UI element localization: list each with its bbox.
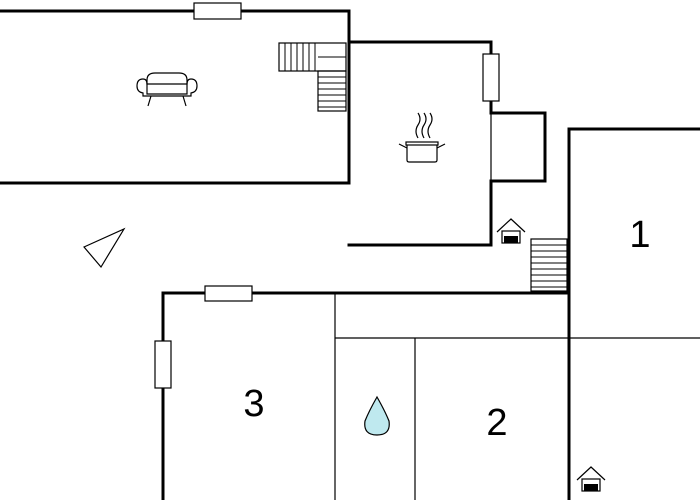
stairs-icon — [530, 238, 568, 292]
kitchen — [347, 40, 547, 247]
lower-block — [161, 291, 571, 500]
triangle-marker-icon — [83, 227, 126, 269]
house-entrance-icon — [496, 218, 526, 244]
room-label-2: 2 — [486, 402, 507, 444]
sofa-icon — [136, 72, 198, 107]
window-living-top — [193, 2, 242, 20]
house-entrance-icon — [576, 466, 606, 492]
water-drop-icon — [364, 395, 390, 436]
living-room — [0, 9, 351, 185]
room-label-1: 1 — [629, 214, 650, 256]
cooking-pot-icon — [398, 112, 446, 163]
bedroom-1-room — [567, 127, 700, 500]
window-bedroom3-top — [204, 285, 253, 302]
room-label-3: 3 — [243, 383, 264, 425]
stairs-icon — [278, 42, 347, 112]
window-bedroom3-left — [154, 340, 172, 389]
window-kitchen-right — [482, 53, 500, 102]
